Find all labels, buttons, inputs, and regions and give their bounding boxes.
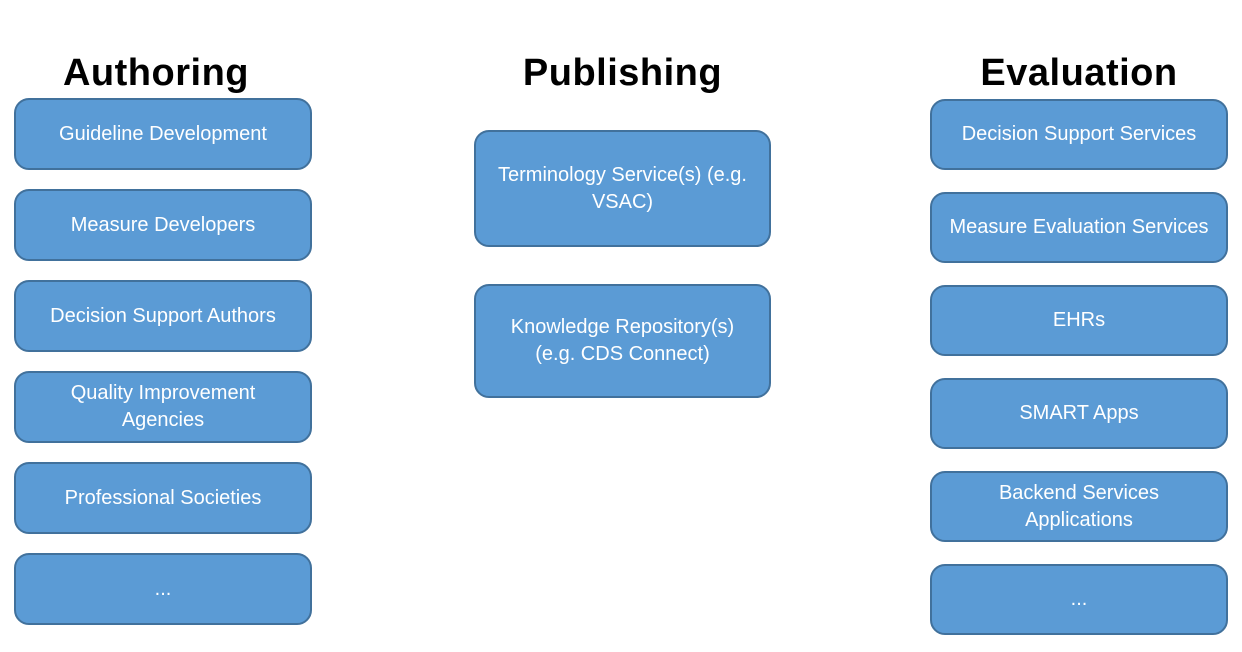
node-label: ...: [1070, 588, 1088, 610]
node-label: Measure Evaluation Services: [949, 216, 1209, 238]
column-publishing: Publishing Terminology Service(s) (e.g. …: [474, 0, 771, 652]
node-evaluation-ellipsis: ...: [930, 564, 1228, 635]
node-guideline-development: Guideline Development: [14, 98, 312, 170]
column-title-publishing: Publishing: [522, 51, 723, 94]
node-label: Guideline Development: [59, 122, 267, 145]
node-label: Measure Developers: [70, 213, 256, 236]
node-label: ...: [154, 577, 172, 600]
node-label: Backend Services Applications: [998, 481, 1160, 531]
node-label: Quality Improvement Agencies: [70, 382, 256, 431]
node-measure-evaluation-services: Measure Evaluation Services: [930, 192, 1228, 263]
node-label: Decision Support Authors: [50, 304, 276, 327]
node-backend-services-applications: Backend Services Applications: [930, 471, 1228, 542]
node-ehrs: EHRs: [930, 285, 1228, 356]
column-title-authoring: Authoring: [62, 51, 249, 94]
node-professional-societies: Professional Societies: [14, 462, 312, 534]
node-label: SMART Apps: [1019, 402, 1139, 424]
column-title-evaluation: Evaluation: [980, 51, 1178, 94]
node-label: Terminology Service(s) (e.g. VSAC): [498, 163, 747, 213]
node-label: Knowledge Repository(s) (e.g. CDS Connec…: [510, 316, 735, 365]
node-label: Decision Support Services: [961, 123, 1197, 145]
node-label: EHRs: [1052, 309, 1106, 331]
column-evaluation: Evaluation Decision Support Services Mea…: [930, 0, 1228, 652]
node-terminology-service: Terminology Service(s) (e.g. VSAC): [474, 130, 771, 247]
node-quality-improvement-agencies: Quality Improvement Agencies: [14, 371, 312, 443]
node-decision-support-services: Decision Support Services: [930, 99, 1228, 170]
node-smart-apps: SMART Apps: [930, 378, 1228, 449]
node-authoring-ellipsis: ...: [14, 553, 312, 625]
node-label: Professional Societies: [64, 486, 262, 509]
node-knowledge-repository: Knowledge Repository(s) (e.g. CDS Connec…: [474, 284, 771, 398]
node-measure-developers: Measure Developers: [14, 189, 312, 261]
column-authoring: Authoring Guideline Development Measure …: [14, 0, 312, 652]
node-decision-support-authors: Decision Support Authors: [14, 280, 312, 352]
